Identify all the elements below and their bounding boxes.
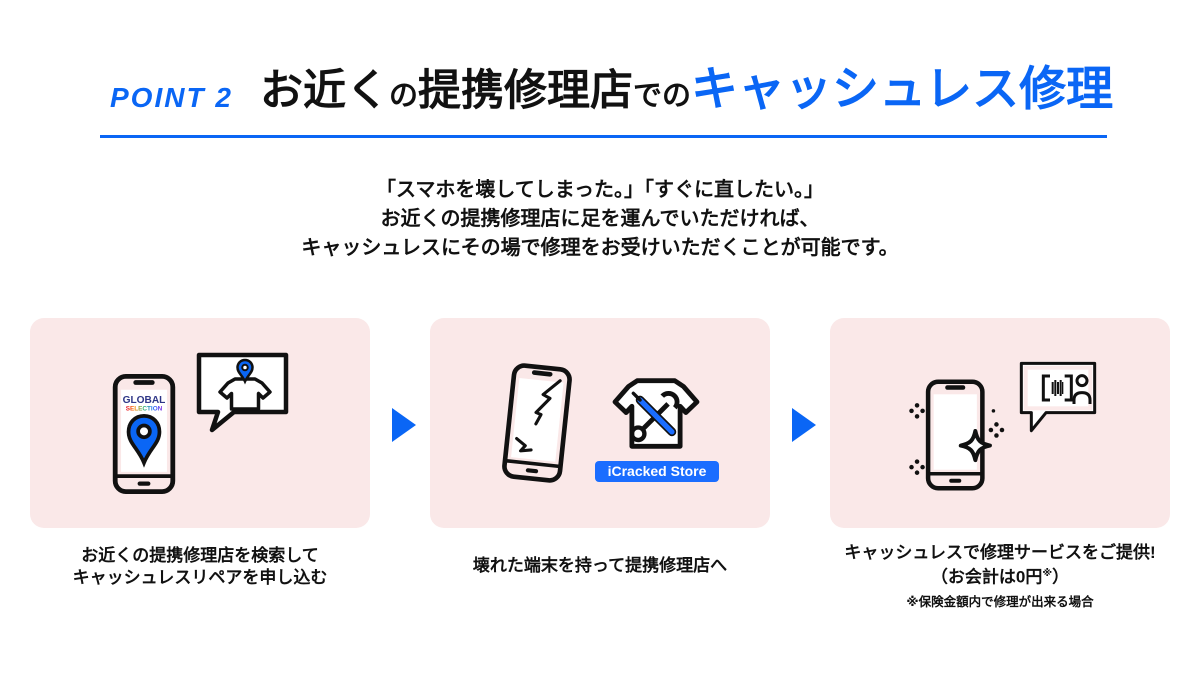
smartphone-map-pin-icon: GLOBAL SELECTION: [112, 374, 176, 494]
caption-line: お近くの提携修理店を検索して: [81, 546, 319, 565]
caption-line: キャッシュレスで修理サービスをご提供!: [844, 543, 1156, 562]
step-panel-search: GLOBAL SELECTION: [30, 318, 370, 528]
intro-text: 「スマホを壊してしまった。」「すぐに直したい。」 お近くの提携修理店に足を運んで…: [0, 176, 1200, 263]
step-caption-visit: 壊れた端末を持って提携修理店へ: [430, 555, 770, 577]
caption-line: キャッシュレスリペアを申し込む: [72, 568, 328, 587]
screwdriver-icon: [631, 391, 677, 437]
header-underline: [100, 135, 1107, 138]
smartphone-cracked-icon: [502, 363, 572, 483]
sparkle-dots: [909, 403, 1005, 475]
crack-line: [534, 379, 562, 426]
step-caption-cashless: キャッシュレスで修理サービスをご提供! （お会計は0円※） ※保険金額内で修理が…: [810, 542, 1190, 613]
title-highlight: キャッシュレス修理: [691, 62, 1114, 115]
title-part-4: での: [633, 80, 692, 112]
store-icon: [218, 358, 272, 411]
footnote: ※保険金額内で修理が出来る場合: [906, 594, 1094, 609]
person-icon: [1072, 374, 1092, 404]
intro-line-2: お近くの提携修理店に足を運んでいただければ、: [380, 208, 820, 230]
step-caption-search: お近くの提携修理店を検索して キャッシュレスリペアを申し込む: [30, 545, 370, 589]
caption-line: （お会計は0円※）: [930, 567, 1070, 587]
intro-line-3: キャッシュレスにその場で修理をお受けいただくことが可能です。: [301, 237, 899, 259]
step-panel-cashless: [830, 318, 1170, 528]
speech-bubble-scan-icon: [1019, 361, 1097, 433]
step-panel-visit: iCracked Store: [430, 318, 770, 528]
caption-line: 壊れた端末を持って提携修理店へ: [472, 556, 728, 575]
title-part-3: 提携修理店: [418, 67, 634, 115]
title-part-1: お近く: [260, 67, 389, 115]
global-logo-text: GLOBAL: [123, 395, 166, 406]
page-title: お近くの提携修理店でのキャッシュレス修理: [260, 62, 1113, 116]
barcode-scan-icon: [1041, 374, 1073, 402]
asterisk-mark: ※: [1042, 568, 1053, 579]
store-repair-tools-icon: [612, 378, 700, 449]
intro-line-1: 「スマホを壊してしまった。」「すぐに直したい。」: [376, 179, 824, 201]
smartphone-sparkle-icon: [909, 379, 1005, 491]
map-pin-icon: [126, 413, 162, 468]
point-label: POINT 2: [110, 82, 233, 113]
crack-line: [515, 436, 533, 453]
arrow-right-icon: [792, 408, 816, 442]
selection-logo-text: SELECTION: [126, 406, 163, 413]
sparkle-icon: [958, 428, 992, 463]
speech-bubble-store-icon: [196, 352, 289, 433]
icracked-store-badge: iCracked Store: [595, 461, 719, 482]
title-part-2: の: [389, 80, 419, 112]
arrow-right-icon: [392, 408, 416, 442]
